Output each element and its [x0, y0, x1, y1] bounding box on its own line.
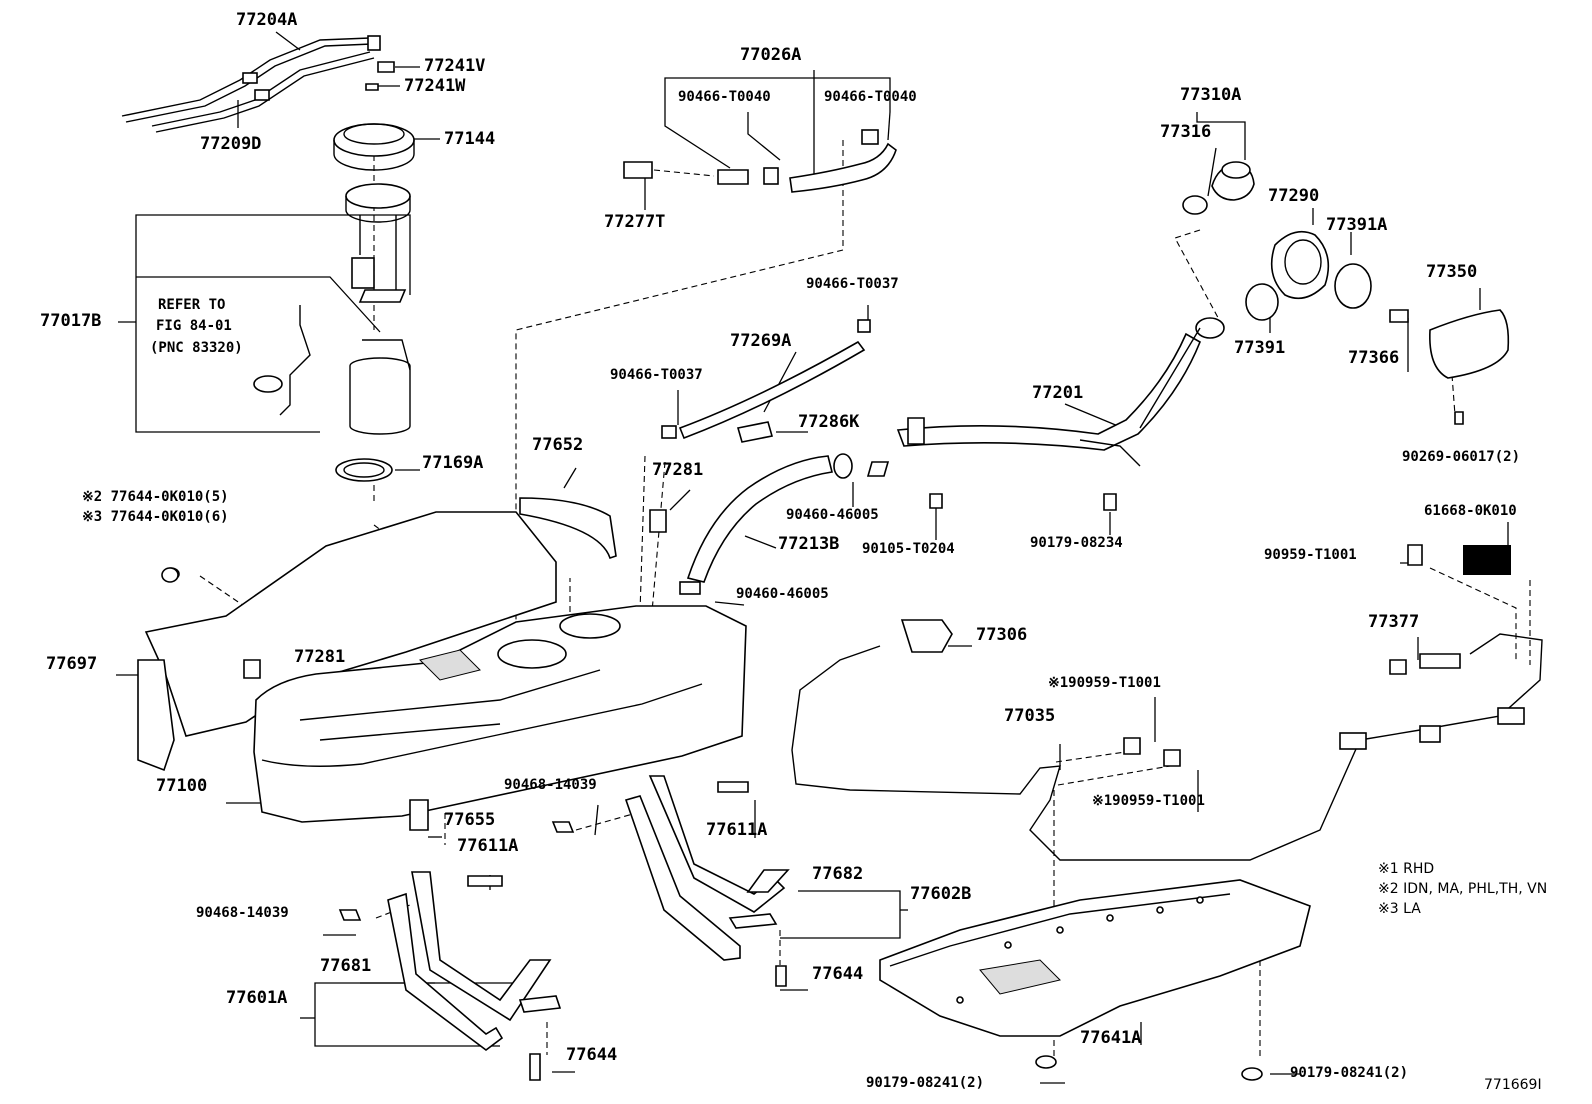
- small-clips: [161, 509, 667, 679]
- label-77035: 77035: [1004, 706, 1056, 726]
- fuel-pump-77017B: [253, 183, 411, 435]
- fuel-tank-77100: [253, 605, 747, 823]
- gasket-77169A: [335, 458, 393, 482]
- clips-90468: [338, 821, 575, 921]
- fuel-cap-77310A: [1182, 161, 1255, 215]
- fasteners: [866, 461, 1263, 1081]
- label-77026A: 77026A: [740, 45, 802, 65]
- label-77611A-b: 77611A: [706, 820, 768, 840]
- label-90269-06017: 90269-06017(2): [1402, 449, 1521, 465]
- label-90959-T1001: 90959-T1001: [1264, 547, 1357, 563]
- label-90466-T0040-a: 90466-T0040: [678, 89, 771, 105]
- cushion-77655: [409, 799, 429, 831]
- clamp-77286K: [736, 421, 774, 443]
- label-77391: 77391: [1234, 338, 1286, 358]
- label-77350: 77350: [1426, 262, 1478, 282]
- refer-to-line3: (PNC 83320): [150, 340, 243, 356]
- label-90466-T0037-b: 90466-T0037: [610, 367, 703, 383]
- label-77306: 77306: [976, 625, 1028, 645]
- sensor-77377: [1389, 653, 1461, 675]
- label-77281-a: 77281: [652, 460, 704, 480]
- under-guard-77641A: [879, 879, 1311, 1037]
- fuel-door-77350: [1389, 309, 1510, 425]
- label-190959-T1001-b: ※190959-T1001: [1092, 793, 1205, 809]
- label-90460-46005-a: 90460-46005: [786, 507, 879, 523]
- label-90468-14039-b: 90468-14039: [196, 905, 289, 921]
- label-77209D: 77209D: [200, 134, 262, 154]
- note-2: ※2 IDN, MA, PHL,TH, VN: [1378, 881, 1548, 897]
- label-77310A: 77310A: [1180, 85, 1242, 105]
- label-77277T: 77277T: [604, 212, 666, 232]
- label-77681: 77681: [320, 956, 372, 976]
- protector-77697: [137, 511, 557, 772]
- figure-id: 771669I: [1484, 1077, 1542, 1093]
- label-77644-0K010-5: ※2 77644-0K010(5): [82, 489, 229, 505]
- label-77644-0K010-6: ※3 77644-0K010(6): [82, 509, 229, 525]
- clips-90959: [1123, 544, 1423, 767]
- label-90466-T0037-a: 90466-T0037: [806, 276, 899, 292]
- strap-77602B: [624, 775, 790, 961]
- label-61668: [1463, 545, 1511, 575]
- label-77391A: 77391A: [1326, 215, 1388, 235]
- label-77682: 77682: [812, 864, 864, 884]
- label-61668-0K010: 61668-0K010: [1424, 503, 1517, 519]
- harness-77035: [791, 619, 1543, 861]
- label-90105-T0204: 90105-T0204: [862, 541, 955, 557]
- filler-neck-77290: [1270, 230, 1330, 300]
- label-90466-T0040-b: 90466-T0040: [824, 89, 917, 105]
- refer-to-line1: REFER TO: [158, 297, 226, 313]
- note-3: ※3 LA: [1378, 901, 1421, 917]
- label-90460-46005-b: 90460-46005: [736, 586, 829, 602]
- label-190959-T1001-a: ※190959-T1001: [1048, 675, 1161, 691]
- label-77241W: 77241W: [404, 76, 466, 96]
- label-77201: 77201: [1032, 383, 1084, 403]
- refer-to-line2: FIG 84-01: [156, 318, 232, 334]
- label-77286K: 77286K: [798, 412, 860, 432]
- label-77241V: 77241V: [424, 56, 486, 76]
- label-77644-a: 77644: [812, 964, 864, 984]
- label-90179-08241-a: 90179-08241(2): [1290, 1065, 1409, 1081]
- hose-77213B: [679, 453, 853, 595]
- label-77601A: 77601A: [226, 988, 288, 1008]
- label-90179-08241-b: 90179-08241(2): [866, 1075, 985, 1091]
- label-77269A: 77269A: [730, 331, 792, 351]
- clips-77241: [365, 61, 395, 91]
- label-90179-08234: 90179-08234: [1030, 535, 1123, 551]
- fuel-lines-77204A: [121, 35, 381, 133]
- vent-hose-77026A: [623, 129, 897, 193]
- gaskets-77391: [1245, 263, 1372, 321]
- label-77697: 77697: [46, 654, 98, 674]
- label-77100: 77100: [156, 776, 208, 796]
- label-77652: 77652: [532, 435, 584, 455]
- label-77281-b: 77281: [294, 647, 346, 667]
- label-77644-b: 77644: [566, 1045, 618, 1065]
- label-77213B: 77213B: [778, 534, 840, 554]
- label-77602B: 77602B: [910, 884, 972, 904]
- retainer-ring-77144: [333, 123, 415, 171]
- label-77366: 77366: [1348, 348, 1400, 368]
- label-77144: 77144: [444, 129, 496, 149]
- bolts-77644: [529, 965, 787, 1081]
- strap-77601A: [387, 871, 562, 1051]
- label-77377: 77377: [1368, 612, 1420, 632]
- filler-pipe-77201: [896, 317, 1225, 467]
- insulator-77652: [519, 497, 617, 560]
- label-90468-14039-a: 90468-14039: [504, 777, 597, 793]
- hose-77269A: [661, 319, 871, 440]
- label-77316: 77316: [1160, 122, 1212, 142]
- label-77611A-a: 77611A: [457, 836, 519, 856]
- label-77655: 77655: [444, 810, 496, 830]
- note-1: ※1 RHD: [1378, 861, 1435, 877]
- label-77169A: 77169A: [422, 453, 484, 473]
- label-77204A: 77204A: [236, 10, 298, 30]
- label-77641A: 77641A: [1080, 1028, 1142, 1048]
- label-77017B: 77017B: [40, 311, 102, 331]
- label-77290: 77290: [1268, 186, 1320, 206]
